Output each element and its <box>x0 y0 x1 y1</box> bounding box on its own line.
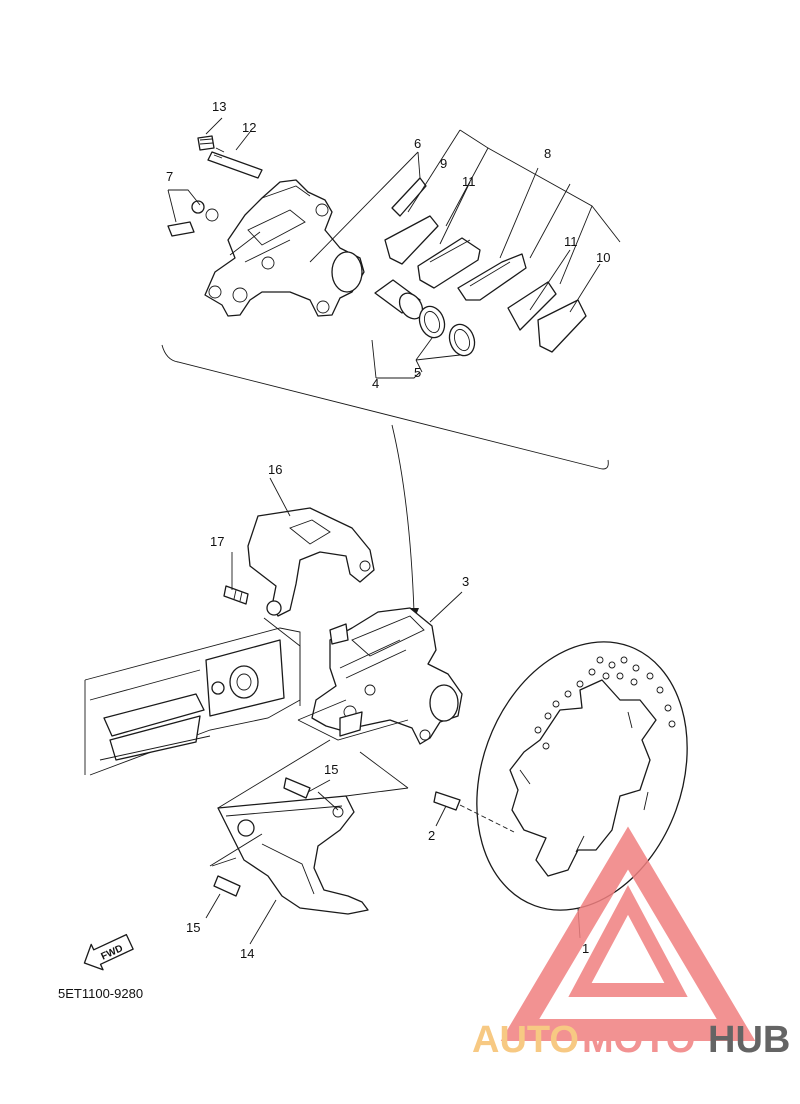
leader-lines-upper <box>167 117 621 379</box>
label-15-lower: 15 <box>186 920 200 935</box>
label-8: 8 <box>544 146 551 161</box>
drawing-code: 5ET1100-9280 <box>58 986 143 1001</box>
caliper-assembled-3 <box>311 607 463 745</box>
fwd-arrow-icon: FWD <box>83 933 134 971</box>
swingarm <box>84 627 301 776</box>
watermark-moto: MOTO <box>582 1019 695 1061</box>
pad-support-6 <box>391 177 427 217</box>
label-12: 12 <box>242 120 256 135</box>
watermark-auto: AUTO <box>472 1019 579 1061</box>
label-4: 4 <box>372 376 379 391</box>
disc-guard-14 <box>217 795 369 915</box>
label-14: 14 <box>240 946 254 961</box>
label-1: 1 <box>582 941 589 956</box>
caliper-exploded-group <box>161 135 609 470</box>
label-2: 2 <box>428 828 435 843</box>
brake-disc-1 <box>476 641 688 911</box>
label-11-lower: 11 <box>564 234 578 249</box>
caliper-body-exploded <box>204 179 365 317</box>
pad-pin-12 <box>207 151 263 179</box>
caliper-guard-16 <box>247 507 375 617</box>
label-10: 10 <box>596 250 610 265</box>
label-5: 5 <box>414 365 421 380</box>
bleed-screw-7 <box>167 221 195 237</box>
label-16: 16 <box>268 462 282 477</box>
watermark-hub: HUB <box>708 1019 790 1061</box>
brake-pad-11b <box>457 253 527 301</box>
bolt-15b <box>213 875 241 897</box>
bolt-17 <box>223 585 249 605</box>
label-13: 13 <box>212 99 226 114</box>
bolt-2 <box>433 791 461 811</box>
pad-insulator-10 <box>537 299 587 353</box>
automotohub-watermark-logo: AUTO MOTO HUB <box>472 826 790 1061</box>
label-6: 6 <box>414 136 421 151</box>
pad-shim-lower <box>507 281 557 331</box>
label-3: 3 <box>462 574 469 589</box>
pad-shim-9 <box>384 215 439 265</box>
label-9: 9 <box>440 156 447 171</box>
label-17: 17 <box>210 534 224 549</box>
guide-lines-lower <box>205 477 581 945</box>
bolt-15a <box>283 777 311 799</box>
label-11-upper: 11 <box>462 174 476 189</box>
piston-seal-5b <box>448 323 476 357</box>
label-15-upper: 15 <box>324 762 338 777</box>
label-7: 7 <box>166 169 173 184</box>
part-labels: 13 12 7 6 9 8 11 11 10 5 4 16 17 3 15 2 … <box>166 99 610 961</box>
brake-pad-11a <box>417 237 481 289</box>
